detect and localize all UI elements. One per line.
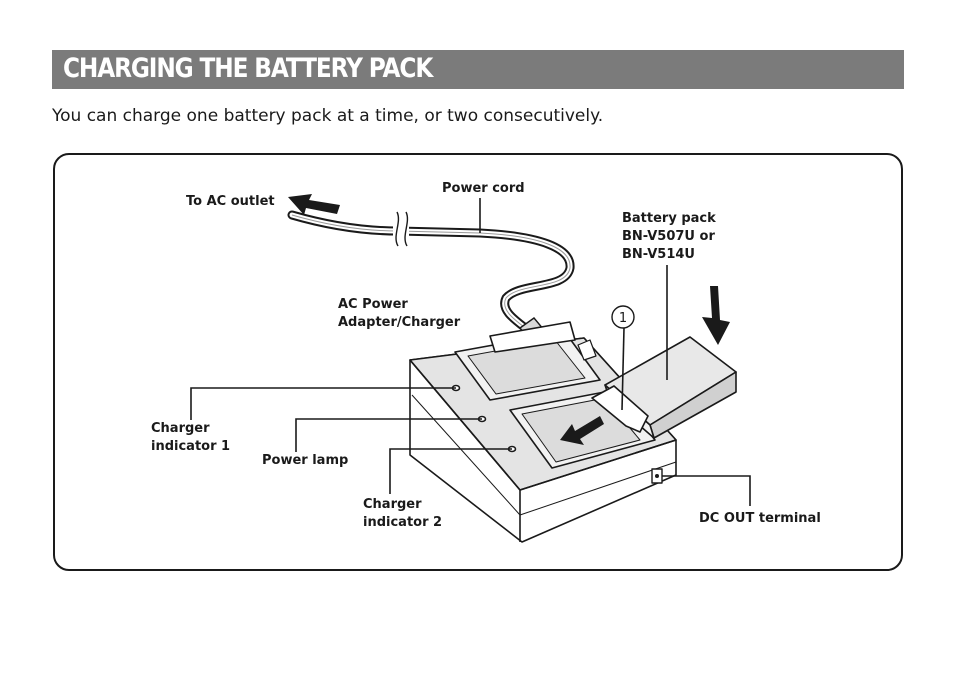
- label-battery-pack: Battery pack BN-V507U or BN-V514U: [622, 210, 716, 264]
- intro-text: You can charge one battery pack at a tim…: [52, 106, 604, 126]
- label-power-lamp: Power lamp: [262, 453, 349, 468]
- label-to-ac-outlet: To AC outlet: [186, 194, 275, 209]
- label-charger-indicator-1-line-2: indicator 1: [151, 439, 231, 454]
- label-ac-adapter-line-1: AC Power: [338, 297, 408, 312]
- insert-arrow-icon: [560, 416, 604, 445]
- label-battery-pack-line-2: BN-V507U or: [622, 229, 715, 244]
- label-ac-adapter-line-2: Adapter/Charger: [338, 315, 461, 330]
- label-charger-indicator-2-line-1: Charger: [363, 497, 422, 512]
- label-ac-adapter: AC Power Adapter/Charger: [338, 296, 460, 332]
- label-charger-indicator-1-line-1: Charger: [151, 421, 210, 436]
- figure-panel: [53, 153, 903, 571]
- step-marker-number: 1: [619, 311, 627, 326]
- label-charger-indicator-2: Charger indicator 2: [363, 496, 442, 532]
- label-battery-pack-line-1: Battery pack: [622, 211, 716, 226]
- leader-lines: [190, 198, 751, 506]
- label-dc-out-terminal: DC OUT terminal: [699, 511, 821, 526]
- step-marker-circle: [611, 305, 635, 329]
- charger-body: [409, 321, 677, 543]
- label-charger-indicator-1: Charger indicator 1: [151, 420, 230, 456]
- down-arrow-icon: [702, 286, 730, 345]
- label-power-cord: Power cord: [442, 181, 525, 196]
- heading-bar: CHARGING THE BATTERY PACK: [52, 50, 904, 89]
- outlet-arrow-icon: [288, 194, 340, 215]
- label-charger-indicator-2-line-2: indicator 2: [363, 515, 443, 530]
- battery-pack: [591, 336, 737, 439]
- page-title: CHARGING THE BATTERY PACK: [63, 53, 433, 84]
- label-battery-pack-line-3: BN-V514U: [622, 247, 695, 262]
